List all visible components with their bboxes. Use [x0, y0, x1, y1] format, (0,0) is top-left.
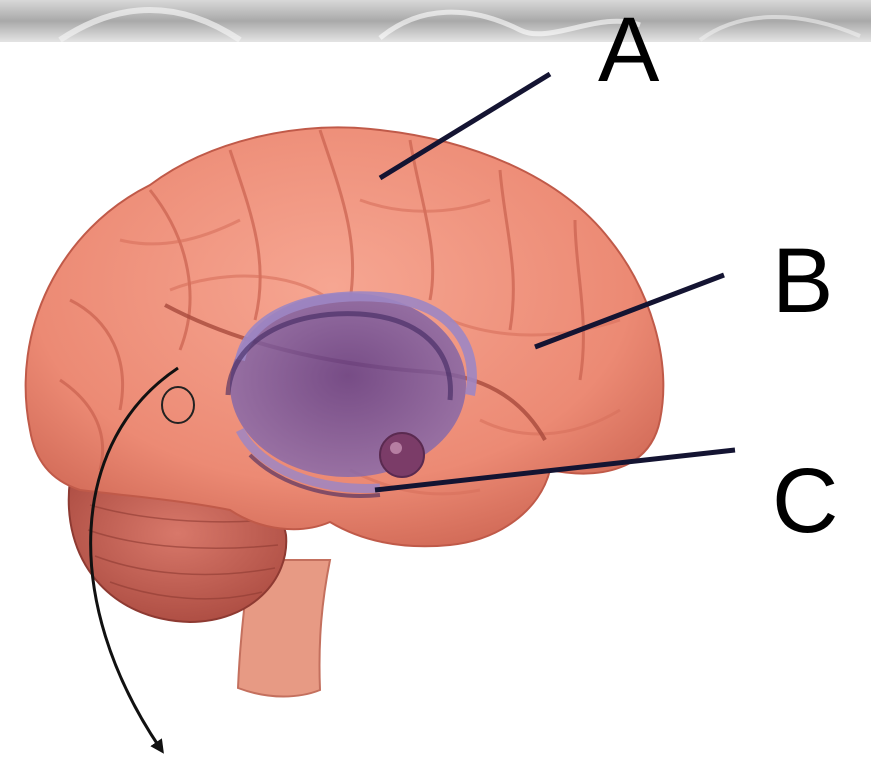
label-c: C — [772, 455, 838, 547]
label-a: A — [598, 4, 659, 96]
amygdala — [380, 433, 424, 477]
label-b: B — [772, 235, 833, 327]
